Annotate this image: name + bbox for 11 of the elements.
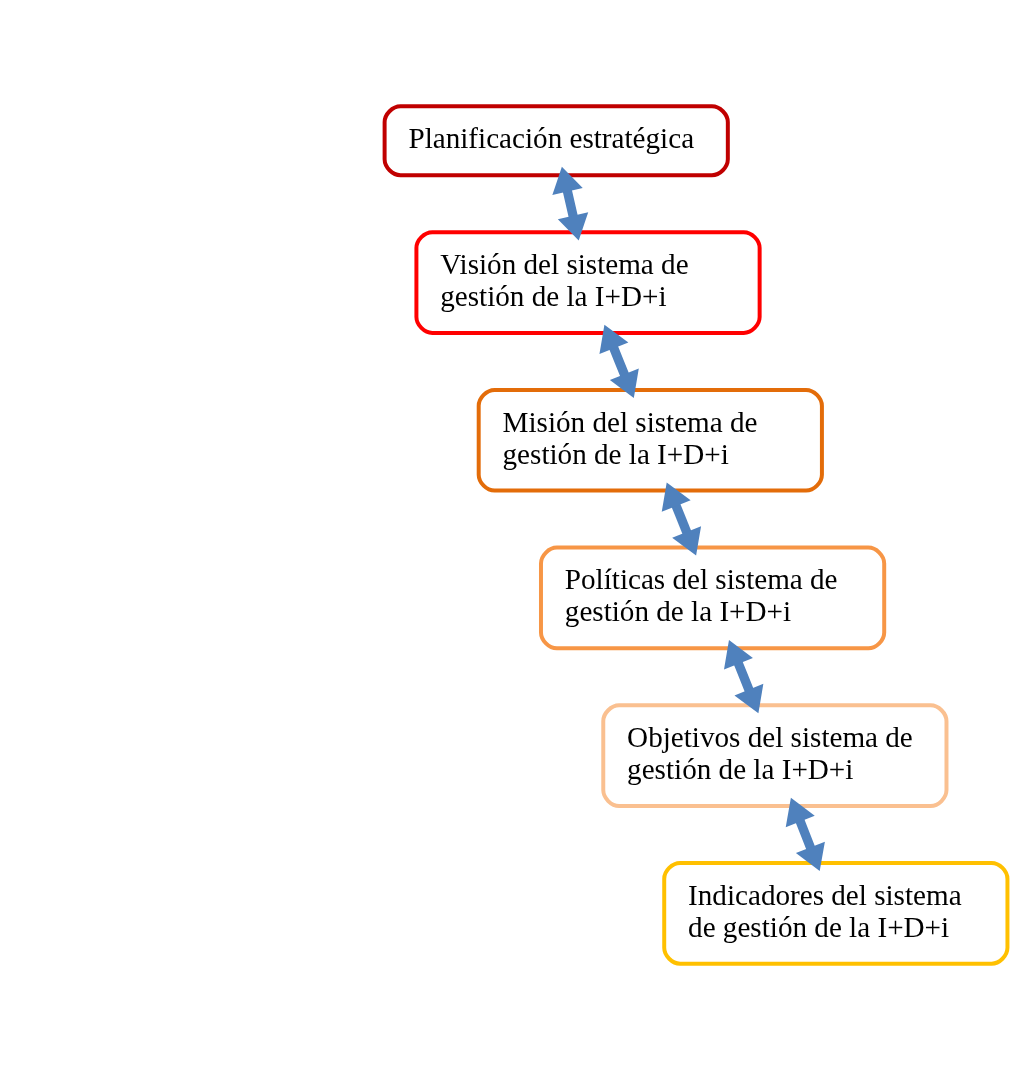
node-box: Planificación estratégica <box>382 104 730 178</box>
arrow <box>661 482 702 556</box>
node-box: Visión del sistema de gestión de la I+D+i <box>414 230 762 335</box>
node-box: Misión del sistema de gestión de la I+D+i <box>476 387 824 493</box>
arrow <box>599 324 639 398</box>
arrow <box>552 166 589 241</box>
arrow <box>785 797 825 871</box>
node-box: Políticas del sistema de gestión de la I+D+i <box>539 545 887 651</box>
node-box: Objetivos del sistema de gestión de la I+D+i <box>601 703 949 808</box>
arrow <box>724 640 764 714</box>
node-box: Indicadores del sistema de gestión de la I+D+i <box>662 861 1010 966</box>
